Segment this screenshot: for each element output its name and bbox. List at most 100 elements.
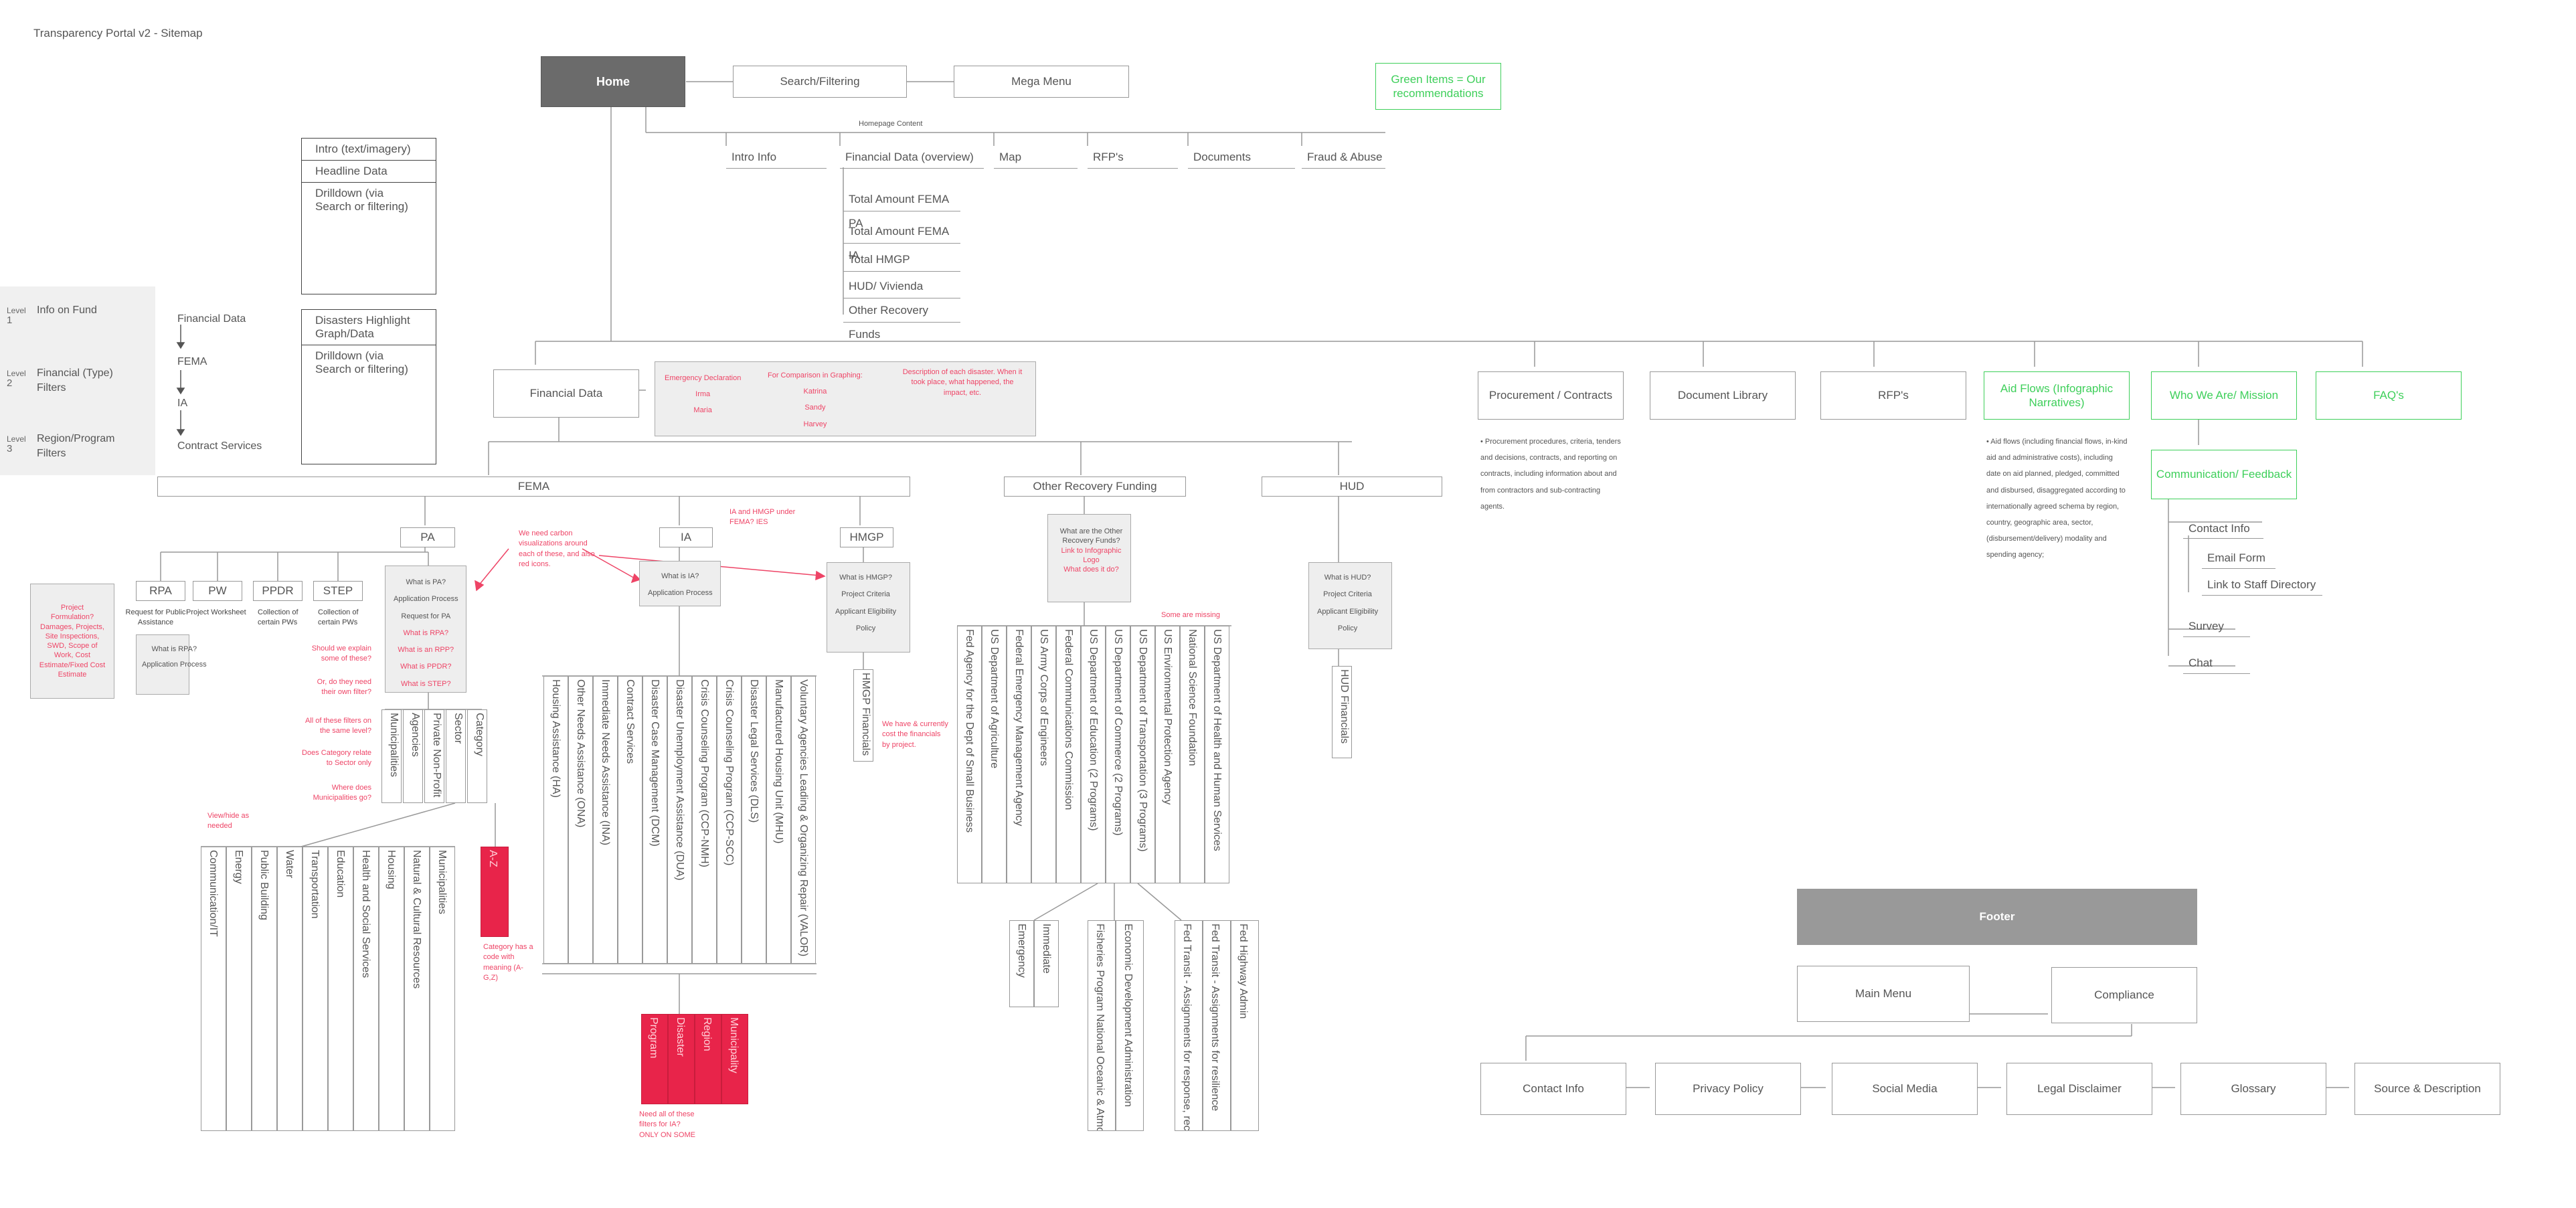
overview-item[interactable]: Total Amount FEMA IA	[843, 220, 960, 262]
aid-flows-node[interactable]: Aid Flows (Infographic Narratives)	[1984, 371, 2130, 420]
sector-column[interactable]: Housing	[379, 847, 404, 1131]
overview-item[interactable]: Total Amount FEMA PA	[843, 187, 960, 230]
ia-filter-column[interactable]: Region	[695, 1014, 721, 1104]
ia-filter-column[interactable]: Program	[641, 1014, 668, 1104]
orf-agency-column[interactable]: US Department of Transportation (3 Progr…	[1130, 626, 1155, 883]
orf-agency-column[interactable]: US Department of Health and Human Servic…	[1205, 626, 1229, 883]
homepage-rfps[interactable]: RFP's	[1088, 146, 1178, 169]
pa-node[interactable]: PA	[400, 527, 455, 547]
ia-program-column[interactable]: Disaster Legal Services (DLS)	[742, 676, 766, 964]
ia-program-column[interactable]: Manufactured Housing Unit (MHU)	[766, 676, 791, 964]
ia-filter-column[interactable]: Disaster	[668, 1014, 695, 1104]
orf-agency-column[interactable]: Federal Emergency Management Agency	[1007, 626, 1031, 883]
comm-contact-info[interactable]: Contact Info	[2183, 519, 2263, 539]
homepage-fraud-abuse[interactable]: Fraud & Abuse	[1302, 146, 1385, 169]
sector-column[interactable]: Energy	[226, 847, 252, 1131]
overview-item[interactable]: Other Recovery Funds	[843, 298, 960, 341]
sector-column[interactable]: Water	[277, 847, 303, 1131]
hud-financials-node[interactable]: HUD Financials	[1332, 666, 1352, 758]
comm-email-form[interactable]: Email Form	[2202, 547, 2276, 569]
ia-program-column[interactable]: Crisis Counseling Program (CCP-SCC)	[717, 676, 742, 964]
ia-program-column[interactable]: Immediate Needs Assistance (INA)	[593, 676, 618, 964]
ia-program-column[interactable]: Housing Assistance (HA)	[543, 676, 568, 964]
orf-agency-column[interactable]: US Department of Education (2 Programs)	[1081, 626, 1106, 883]
communication-node[interactable]: Communication/ Feedback	[2151, 450, 2297, 499]
sector-column[interactable]: Health and Social Services	[353, 847, 379, 1131]
footer-privacy-policy[interactable]: Privacy Policy	[1655, 1063, 1801, 1115]
footer-social-media[interactable]: Social Media	[1832, 1063, 1978, 1115]
orf-agency-column[interactable]: US Department of Agriculture	[982, 626, 1007, 883]
footer-compliance[interactable]: Compliance	[2051, 967, 2197, 1023]
orf-sub-column[interactable]: Fed Transit - Assignments for resilience	[1203, 920, 1231, 1131]
sector-column[interactable]: Municipalities	[430, 847, 455, 1131]
ia-node[interactable]: IA	[659, 527, 713, 547]
document-library-node[interactable]: Document Library	[1650, 371, 1796, 420]
orf-agency-column[interactable]: US Environmental Protection Agency	[1155, 626, 1180, 883]
orf-sub-column[interactable]: Immediate	[1034, 920, 1059, 1007]
footer-node[interactable]: Footer	[1797, 889, 2197, 945]
orf-agency-column[interactable]: US Department of Commerce (2 Programs)	[1106, 626, 1130, 883]
homepage-financial-overview[interactable]: Financial Data (overview)	[840, 146, 984, 169]
sector-column[interactable]: Natural & Cultural Resources	[404, 847, 430, 1131]
footer-source-description[interactable]: Source & Description	[2354, 1063, 2500, 1115]
step-node[interactable]: STEP	[313, 581, 363, 601]
ia-program-column[interactable]: Other Needs Assistance (ONA)	[568, 676, 593, 964]
hmgp-node[interactable]: HMGP	[840, 527, 893, 547]
pa-filter-column[interactable]: Sector	[446, 709, 466, 803]
footer-main-menu[interactable]: Main Menu	[1797, 966, 1970, 1022]
home-node[interactable]: Home	[541, 56, 685, 107]
financial-data-node[interactable]: Financial Data	[493, 369, 639, 418]
footer-legal-disclaimer[interactable]: Legal Disclaimer	[2006, 1063, 2152, 1115]
homepage-documents[interactable]: Documents	[1188, 146, 1295, 169]
ia-program-column[interactable]: Crisis Counseling Program (CCP-NMH)	[692, 676, 717, 964]
hmgp-financials-node[interactable]: HMGP Financials	[853, 669, 873, 762]
orf-sub-column[interactable]: Fisheries Program National Oceanic & Atm…	[1088, 920, 1116, 1131]
orf-agency-column[interactable]: National Science Foundation	[1180, 626, 1205, 883]
sector-column[interactable]: Education	[328, 847, 353, 1131]
procurement-node[interactable]: Procurement / Contracts	[1478, 371, 1624, 420]
pa-filter-column[interactable]: Category	[467, 709, 487, 803]
orf-sub-column[interactable]: Emergency	[1009, 920, 1034, 1007]
category-code-column[interactable]: A-Z	[481, 847, 509, 937]
fema-branch[interactable]: FEMA	[157, 477, 910, 497]
faqs-node[interactable]: FAQ's	[2316, 371, 2462, 420]
comm-chat[interactable]: Chat	[2183, 653, 2250, 674]
ia-program-column[interactable]: Voluntary Agencies Leading & Organizing …	[791, 676, 816, 964]
overview-item[interactable]: Total HMGP	[843, 248, 960, 272]
sector-column[interactable]: Transportation	[303, 847, 328, 1131]
ia-filter-column[interactable]: Municipality	[721, 1014, 748, 1104]
pa-filter-column[interactable]: Municipalities	[381, 709, 402, 803]
orf-agency-column[interactable]: US Army Corps of Engineers	[1031, 626, 1056, 883]
search-filtering-node[interactable]: Search/Filtering	[733, 66, 907, 98]
hud-branch[interactable]: HUD	[1262, 477, 1442, 497]
orf-sub-column[interactable]: Fed Transit - Assignments for response, …	[1175, 920, 1203, 1131]
homepage-map[interactable]: Map	[994, 146, 1078, 169]
who-we-are-node[interactable]: Who We Are/ Mission	[2151, 371, 2297, 420]
orf-sub-column[interactable]: Fed Highway Admin	[1231, 920, 1259, 1131]
comm-survey[interactable]: Survey	[2183, 616, 2250, 637]
orf-sub-column[interactable]: Economic Development Administration	[1116, 920, 1144, 1131]
other-recovery-branch[interactable]: Other Recovery Funding	[1004, 477, 1186, 497]
ia-program-column[interactable]: Disaster Case Management (DCM)	[642, 676, 667, 964]
ppdr-node[interactable]: PPDR	[253, 581, 303, 601]
pw-node[interactable]: PW	[193, 581, 242, 601]
ia-program-column[interactable]: Contract Services	[618, 676, 642, 964]
footer-glossary[interactable]: Glossary	[2180, 1063, 2326, 1115]
mega-menu-node[interactable]: Mega Menu	[954, 66, 1129, 98]
rpa-panel-item: What is RPA?	[151, 645, 197, 653]
ia-program-column[interactable]: Disaster Unemployment Assistance (DUA)	[667, 676, 692, 964]
homepage-intro-info[interactable]: Intro Info	[726, 146, 827, 169]
rpa-node[interactable]: RPA	[136, 581, 185, 601]
sector-column[interactable]: Public Building	[252, 847, 277, 1131]
pa-filter-column[interactable]: Private Non-Profit	[424, 709, 444, 803]
comm-staff-directory[interactable]: Link to Staff Directory	[2202, 574, 2322, 596]
pa-filter-column[interactable]: Agencies	[403, 709, 423, 803]
hmgp-panel: What is HMGP? Project Criteria Applicant…	[827, 562, 910, 653]
overview-item[interactable]: HUD/ Vivienda	[843, 274, 960, 298]
orf-agency-column[interactable]: Federal Communications Commission	[1056, 626, 1081, 883]
footer-contact-info[interactable]: Contact Info	[1480, 1063, 1626, 1115]
orf-agency-column[interactable]: Fed Agency for the Dept of Small Busines…	[957, 626, 982, 883]
rfps-node[interactable]: RFP's	[1820, 371, 1966, 420]
sector-column[interactable]: Communication/IT	[201, 847, 226, 1131]
